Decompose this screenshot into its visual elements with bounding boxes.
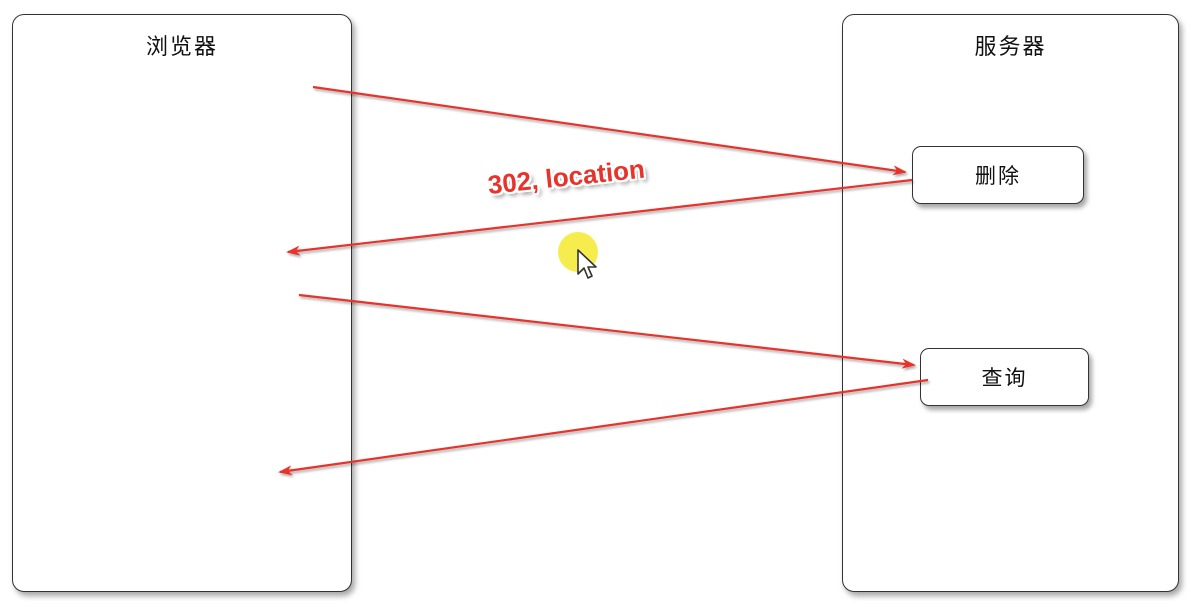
mouse-pointer-icon	[577, 249, 597, 279]
server-title: 服务器	[974, 35, 1047, 60]
delete-node: 删除	[912, 146, 1084, 204]
request-query-arrow	[298, 293, 916, 369]
query-node: 查询	[920, 348, 1089, 406]
server-panel: 服务器	[842, 14, 1179, 592]
query-response-arrow	[278, 378, 929, 476]
browser-title: 浏览器	[145, 35, 218, 60]
browser-panel: 浏览器	[12, 14, 352, 592]
redirect-label: 302, location	[486, 153, 647, 200]
redirect-response-arrow	[286, 178, 913, 256]
